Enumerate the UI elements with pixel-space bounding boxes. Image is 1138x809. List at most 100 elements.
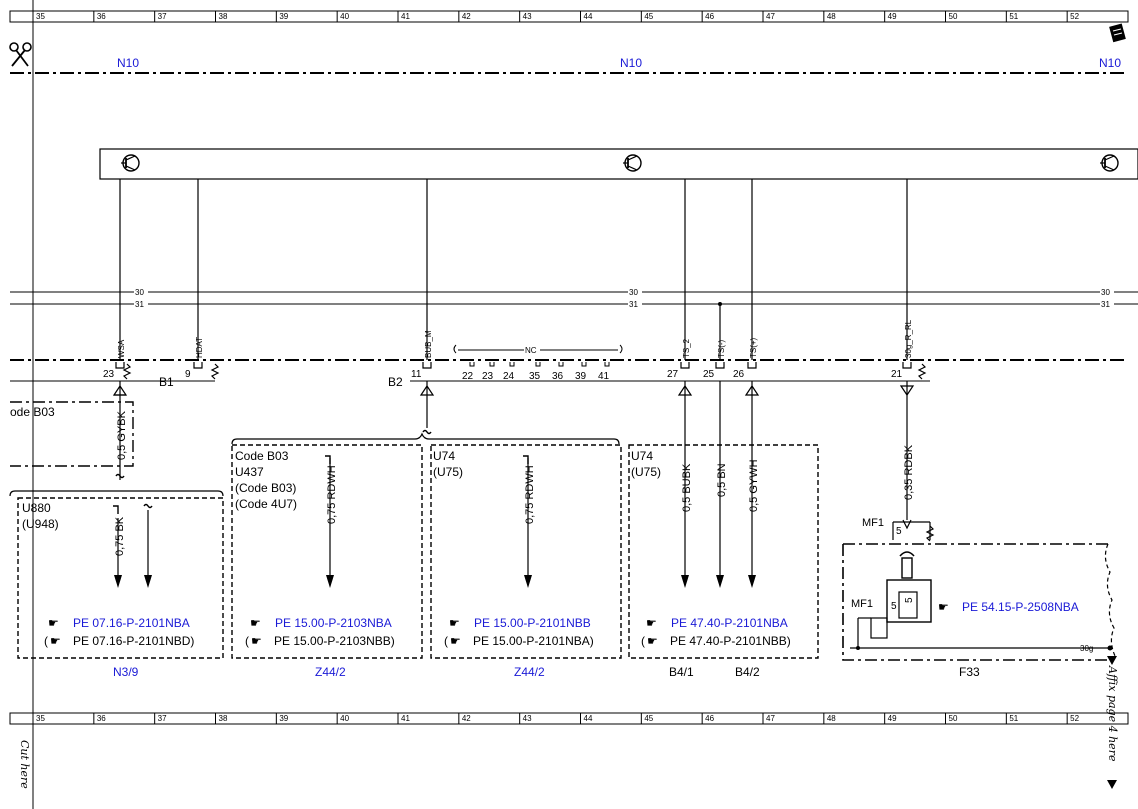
ruler-column-number: 49 <box>888 12 897 21</box>
ruler-column-number: 50 <box>949 12 958 21</box>
scissors-icon <box>9 42 32 67</box>
ruler-column-number: 52 <box>1070 714 1079 723</box>
ruler-column-number: 41 <box>401 12 410 21</box>
ruler-column-number: 39 <box>279 12 288 21</box>
code-b03-partial: ode B03 <box>10 405 55 419</box>
reference-link[interactable]: PE 15.00-P-2101NBB <box>474 616 591 630</box>
reference-link[interactable]: PE 47.40-P-2101NBB) <box>670 634 791 648</box>
component-label: B4/1 <box>669 665 694 679</box>
pin-terminals <box>115 362 912 369</box>
component-label: N3/9 <box>113 665 139 679</box>
box3-line2: (U75) <box>433 465 463 479</box>
bus-31-label: 31 <box>629 300 638 309</box>
reference-link[interactable]: PE 07.16-P-2101NBD) <box>73 634 194 648</box>
reference-link[interactable]: PE 47.40-P-2101NBA <box>671 616 788 630</box>
ruler-column-number: 38 <box>219 12 228 21</box>
nc-bracket <box>453 344 623 354</box>
box1-line1: U880 <box>22 501 51 515</box>
pin-number: 21 <box>891 369 903 380</box>
wire-label: 0,75 RDWH <box>326 465 338 524</box>
reference-open-paren: ( <box>245 634 249 648</box>
ruler-column-number: 50 <box>949 714 958 723</box>
pin-label-bub: BUB_M <box>424 330 433 358</box>
pin-number: 36 <box>552 371 564 382</box>
reference-link-2[interactable]: ☛ PE 15.00-P-2103NBA <box>250 616 392 630</box>
connector-triangles <box>112 384 915 397</box>
pin-number: 11 <box>411 369 422 380</box>
pin-number: 25 <box>703 369 715 380</box>
reference-link-3[interactable]: ☛ PE 15.00-P-2101NBB <box>449 616 591 630</box>
ruler-column-number: 44 <box>584 12 593 21</box>
bus-30-label: 30 <box>1101 288 1110 297</box>
wire-label: 0,5 GYWH <box>748 459 760 512</box>
ground-30g-label: 30g <box>1080 644 1093 653</box>
ruler-column-number: 52 <box>1070 12 1079 21</box>
ruler-column-number: 43 <box>523 12 532 21</box>
component-label: Z44/2 <box>315 665 346 679</box>
box1-line2: (U948) <box>22 517 59 531</box>
wire-label: 0,5 BUBK <box>681 463 693 512</box>
ruler-column-number: 41 <box>401 714 410 723</box>
box3-line1: U74 <box>433 449 455 463</box>
pin-number: 22 <box>462 371 474 382</box>
ruler-column-number: 39 <box>279 714 288 723</box>
ruler-column-number: 45 <box>644 714 653 723</box>
reference-link[interactable]: PE 07.16-P-2101NBA <box>73 616 190 630</box>
reference-link-4b[interactable]: ( ☛ PE 47.40-P-2101NBB) <box>641 634 791 648</box>
ruler-column-number: 40 <box>340 714 349 723</box>
pin-number: 27 <box>667 369 679 380</box>
reference-link-5[interactable]: ☛ PE 54.15-P-2508NBA <box>938 600 1079 614</box>
reference-link-1[interactable]: ☛ PE 07.16-P-2101NBA <box>48 616 190 630</box>
bus-31-label: 31 <box>1101 300 1110 309</box>
reference-link[interactable]: PE 15.00-P-2103NBA <box>275 616 392 630</box>
reference-link[interactable]: PE 54.15-P-2508NBA <box>962 600 1079 614</box>
pin-number: 23 <box>482 371 494 382</box>
box2-line4: (Code 4U7) <box>235 497 297 511</box>
reference-link-3b[interactable]: ( ☛ PE 15.00-P-2101NBA) <box>444 634 594 648</box>
ruler-column-number: 37 <box>158 12 167 21</box>
pin-number: 26 <box>733 369 745 380</box>
box2-line2: U437 <box>235 465 264 479</box>
reference-link[interactable]: PE 15.00-P-2103NBB) <box>274 634 395 648</box>
harness-braces <box>9 432 620 497</box>
reference-link-2b[interactable]: ( ☛ PE 15.00-P-2103NBB) <box>245 634 395 648</box>
ruler-column-number: 36 <box>97 714 106 723</box>
ruler-frame <box>9 10 1129 23</box>
ruler-column-number: 42 <box>462 714 471 723</box>
reference-link[interactable]: PE 15.00-P-2101NBA) <box>473 634 594 648</box>
ruler-column-number: 51 <box>1009 12 1018 21</box>
nc-label: NC <box>525 346 537 355</box>
reference-link-4[interactable]: ☛ PE 47.40-P-2101NBA <box>646 616 788 630</box>
ground-label-center: N10 <box>620 56 642 70</box>
ground-label-right: N10 <box>1099 56 1121 70</box>
pointing-hand-icon: ☛ <box>646 616 657 630</box>
fuse-pin: 5 <box>896 526 902 537</box>
ruler-column-number: 51 <box>1009 714 1018 723</box>
ruler-frame <box>9 712 1129 725</box>
reference-link-1b[interactable]: ( ☛ PE 07.16-P-2101NBD) <box>44 634 194 648</box>
bus-lines <box>10 291 1138 305</box>
wire-label: 0,35 RDBK <box>903 444 915 500</box>
ruler-column-number: 37 <box>158 714 167 723</box>
pointing-hand-icon: ☛ <box>251 634 262 648</box>
ruler-column-number: 49 <box>888 714 897 723</box>
ruler-column-number: 38 <box>219 714 228 723</box>
pin-label-ts2: TS_2 <box>682 338 691 358</box>
fuse-pin: 5 <box>904 597 915 603</box>
bus-30-label: 30 <box>135 288 144 297</box>
box2-line3: (Code B03) <box>235 481 296 495</box>
control-unit-box <box>99 148 1138 180</box>
pin-label-rrl: 30g_R_RL <box>904 319 913 358</box>
ruler-column-number: 48 <box>827 714 836 723</box>
pin-number: 9 <box>185 369 191 380</box>
ruler-column-number: 48 <box>827 12 836 21</box>
box4-line1: U74 <box>631 449 653 463</box>
ruler-column-number: 43 <box>523 714 532 723</box>
pin-label-wsa: WSA <box>117 339 126 358</box>
pin-label-tsplus: TS(+) <box>749 337 758 358</box>
page-corner-icon <box>1109 23 1126 43</box>
pin-number: 41 <box>598 371 610 382</box>
arrow-down-icon <box>1107 656 1117 665</box>
ruler-column-number: 46 <box>705 714 714 723</box>
